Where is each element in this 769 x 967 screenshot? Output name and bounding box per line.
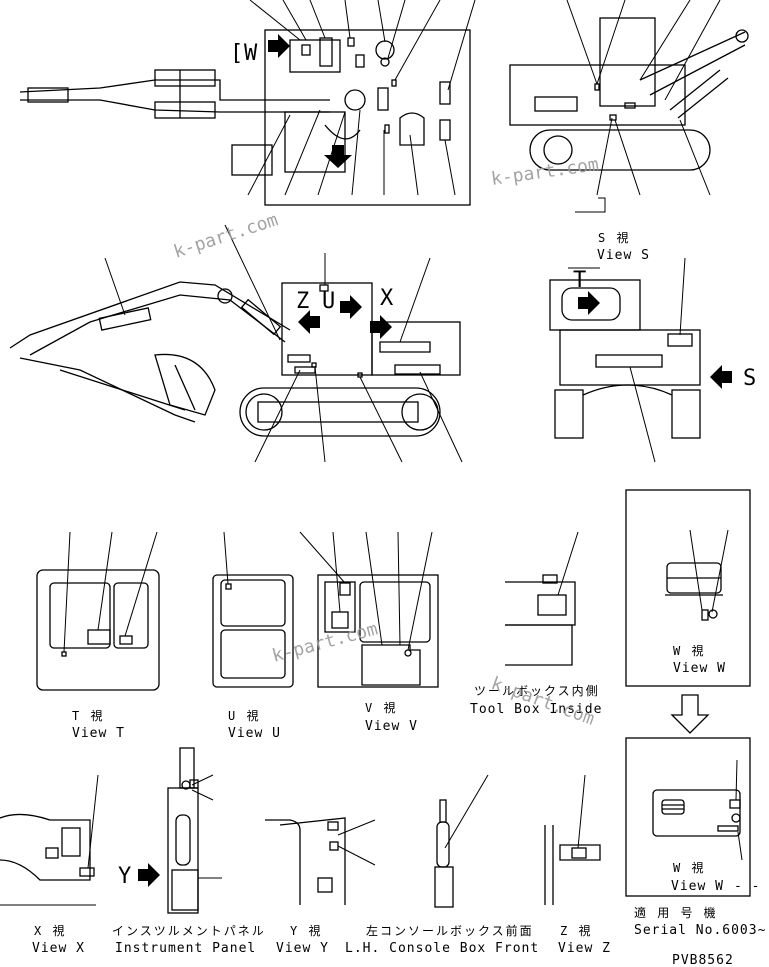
view-x-jp: X 視 bbox=[34, 923, 66, 938]
view-u-marker: U bbox=[322, 289, 335, 314]
serial-jp: 適 用 号 機 bbox=[634, 905, 718, 920]
view-x-en: View X bbox=[32, 941, 85, 956]
view-y-drawing: Y 視 View Y bbox=[265, 817, 376, 956]
side-view-upper-right: S 視 View S bbox=[509, 0, 749, 263]
console-drawing: 左コンソールボックス前面 L.H. Console Box Front bbox=[345, 774, 539, 956]
instrument-panel-en: Instrument Panel bbox=[115, 941, 256, 956]
toolbox-jp: ツールボックス内側 bbox=[474, 684, 600, 698]
view-z-en: View Z bbox=[558, 941, 611, 956]
watermark-2: k-part.com bbox=[171, 209, 281, 262]
view-w-en: View W bbox=[673, 661, 726, 676]
view-y-marker: Y bbox=[118, 864, 131, 889]
view-v-drawing: V 視 View V bbox=[299, 531, 439, 734]
view-t-en: View T bbox=[72, 726, 125, 741]
view-x-drawing: X 視 View X bbox=[0, 774, 99, 956]
view-w-marker: W bbox=[244, 41, 258, 66]
view-u-jp: U 視 bbox=[228, 708, 260, 723]
watermark-1: k-part.com bbox=[490, 154, 600, 190]
instrument-panel-drawing: Y インスツルメントパネル Instrument Panel bbox=[112, 747, 266, 956]
view-s-marker: S bbox=[743, 366, 756, 391]
view-v-en: View V bbox=[365, 719, 418, 734]
part-code: PVB8562 bbox=[672, 953, 734, 967]
view-u-drawing: U 視 View U bbox=[212, 531, 294, 741]
toolbox-drawing: ツールボックス内側 Tool Box Inside bbox=[470, 531, 602, 717]
serial-en: Serial No.6003~ bbox=[634, 923, 766, 938]
console-en: L.H. Console Box Front bbox=[345, 941, 539, 956]
view-z-jp: Z 視 bbox=[560, 923, 592, 938]
view-x-marker: X bbox=[380, 286, 394, 311]
svg-text:[: [ bbox=[230, 41, 243, 66]
view-w2-jp: W 視 bbox=[673, 860, 705, 875]
view-s-en: View S bbox=[597, 248, 650, 263]
view-y-en: View Y bbox=[276, 941, 329, 956]
view-w2-suffix: - - bbox=[734, 879, 760, 894]
toolbox-en: Tool Box Inside bbox=[470, 702, 602, 717]
view-z-marker: Z bbox=[296, 289, 309, 314]
view-w2-drawing: W 視 View W - - bbox=[625, 737, 760, 897]
top-plan-view: [ W bbox=[19, 0, 476, 206]
view-w-jp: W 視 bbox=[673, 643, 705, 658]
view-v-jp: V 視 bbox=[365, 700, 397, 715]
view-w-drawing: W 視 View W bbox=[625, 489, 751, 734]
console-jp: 左コンソールボックス前面 bbox=[366, 923, 534, 938]
view-y-jp: Y 視 bbox=[290, 923, 322, 938]
view-t-jp: T 視 bbox=[72, 708, 104, 723]
instrument-panel-jp: インスツルメントパネル bbox=[112, 924, 266, 938]
view-t-drawing: T 視 View T bbox=[36, 531, 160, 741]
view-t-marker: T bbox=[573, 268, 586, 293]
rear-view: T S bbox=[549, 257, 756, 463]
view-u-en: View U bbox=[228, 726, 281, 741]
view-w2-en: View W bbox=[671, 879, 724, 894]
view-z-drawing: Z 視 View Z bbox=[544, 774, 611, 956]
view-s-jp: S 視 bbox=[598, 230, 630, 245]
main-side-view: Z U X bbox=[9, 224, 463, 463]
